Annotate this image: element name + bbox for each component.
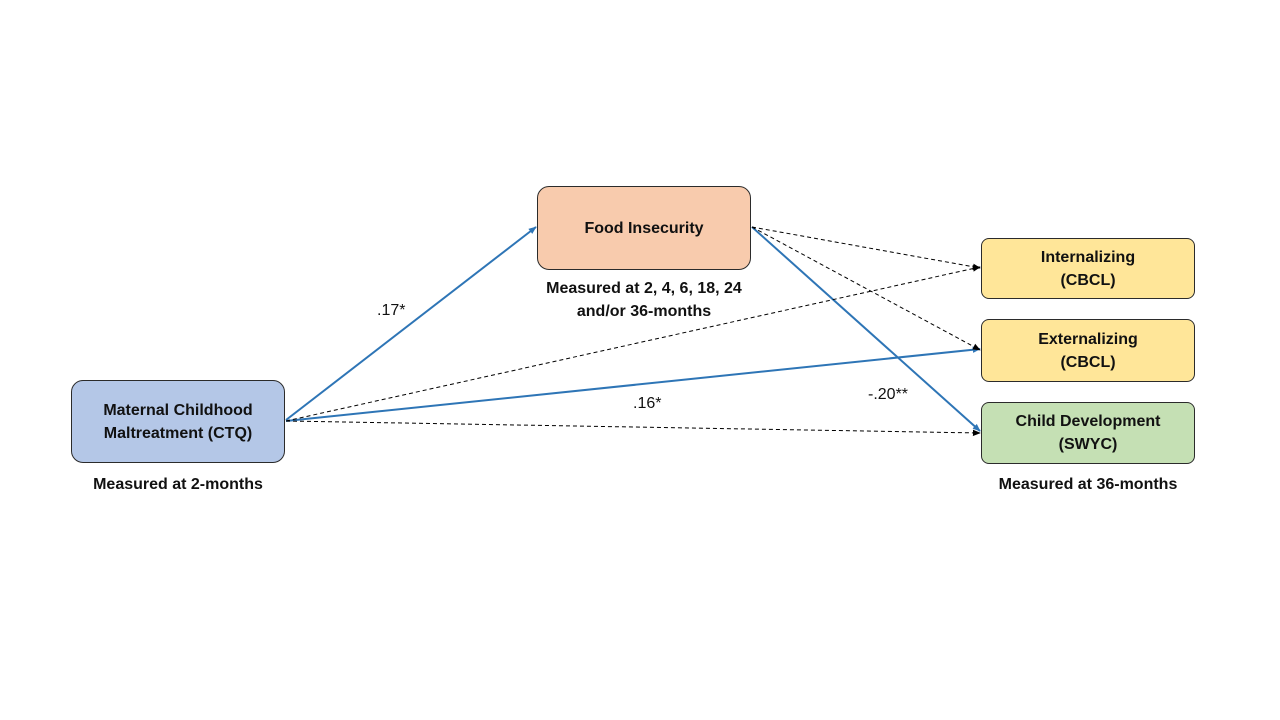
- child-development-label-line-2: (SWYC): [1058, 436, 1118, 453]
- food-insecurity-label: Food Insecurity: [584, 219, 704, 237]
- outcomes-caption: Measured at 36-months: [998, 476, 1178, 493]
- food-insecurity-caption-line-1: Measured at 2, 4, 6, 18, 24: [546, 280, 742, 297]
- coefficient-maltreatment-externalizing: .16*: [633, 395, 662, 412]
- food-insecurity-caption-line-2: and/or 36-months: [576, 303, 712, 320]
- path-food-insecurity-to-child-development: [751, 226, 981, 432]
- internalizing-label-line-1: Internalizing: [1040, 248, 1136, 266]
- maltreatment-node: Maternal Childhood Maltreatment (CTQ): [71, 380, 285, 463]
- maltreatment-label-line-2: Maltreatment (CTQ): [103, 424, 253, 442]
- maltreatment-caption: Measured at 2-months: [93, 476, 263, 493]
- child-development-label-line-1: Child Development: [1015, 413, 1161, 430]
- path-maltreatment-to-food-insecurity: [285, 226, 537, 421]
- maltreatment-label-line-1: Maternal Childhood: [103, 401, 253, 419]
- food-insecurity-caption: Measured at 2, 4, 6, 18, 24 and/or 36-mo…: [514, 277, 774, 323]
- child-development-node: Child Development (SWYC): [981, 402, 1195, 464]
- path-maltreatment-to-externalizing: [285, 346, 981, 422]
- arrow-layer: [285, 226, 981, 437]
- externalizing-label-line-1: Externalizing: [1038, 330, 1138, 348]
- externalizing-node: Externalizing (CBCL): [981, 319, 1195, 382]
- path-food-insecurity-to-internalizing: [751, 226, 981, 270]
- coefficient-food-insecurity-child-development: -.20**: [868, 386, 909, 403]
- externalizing-label-line-2: (CBCL): [1060, 353, 1116, 371]
- internalizing-node: Internalizing (CBCL): [981, 238, 1195, 299]
- path-maltreatment-to-child-development: [285, 420, 981, 437]
- coefficient-maltreatment-food-insecurity: .17*: [377, 302, 406, 319]
- internalizing-label-line-2: (CBCL): [1060, 271, 1116, 289]
- food-insecurity-node: Food Insecurity: [537, 186, 751, 270]
- path-food-insecurity-to-externalizing: [751, 226, 981, 351]
